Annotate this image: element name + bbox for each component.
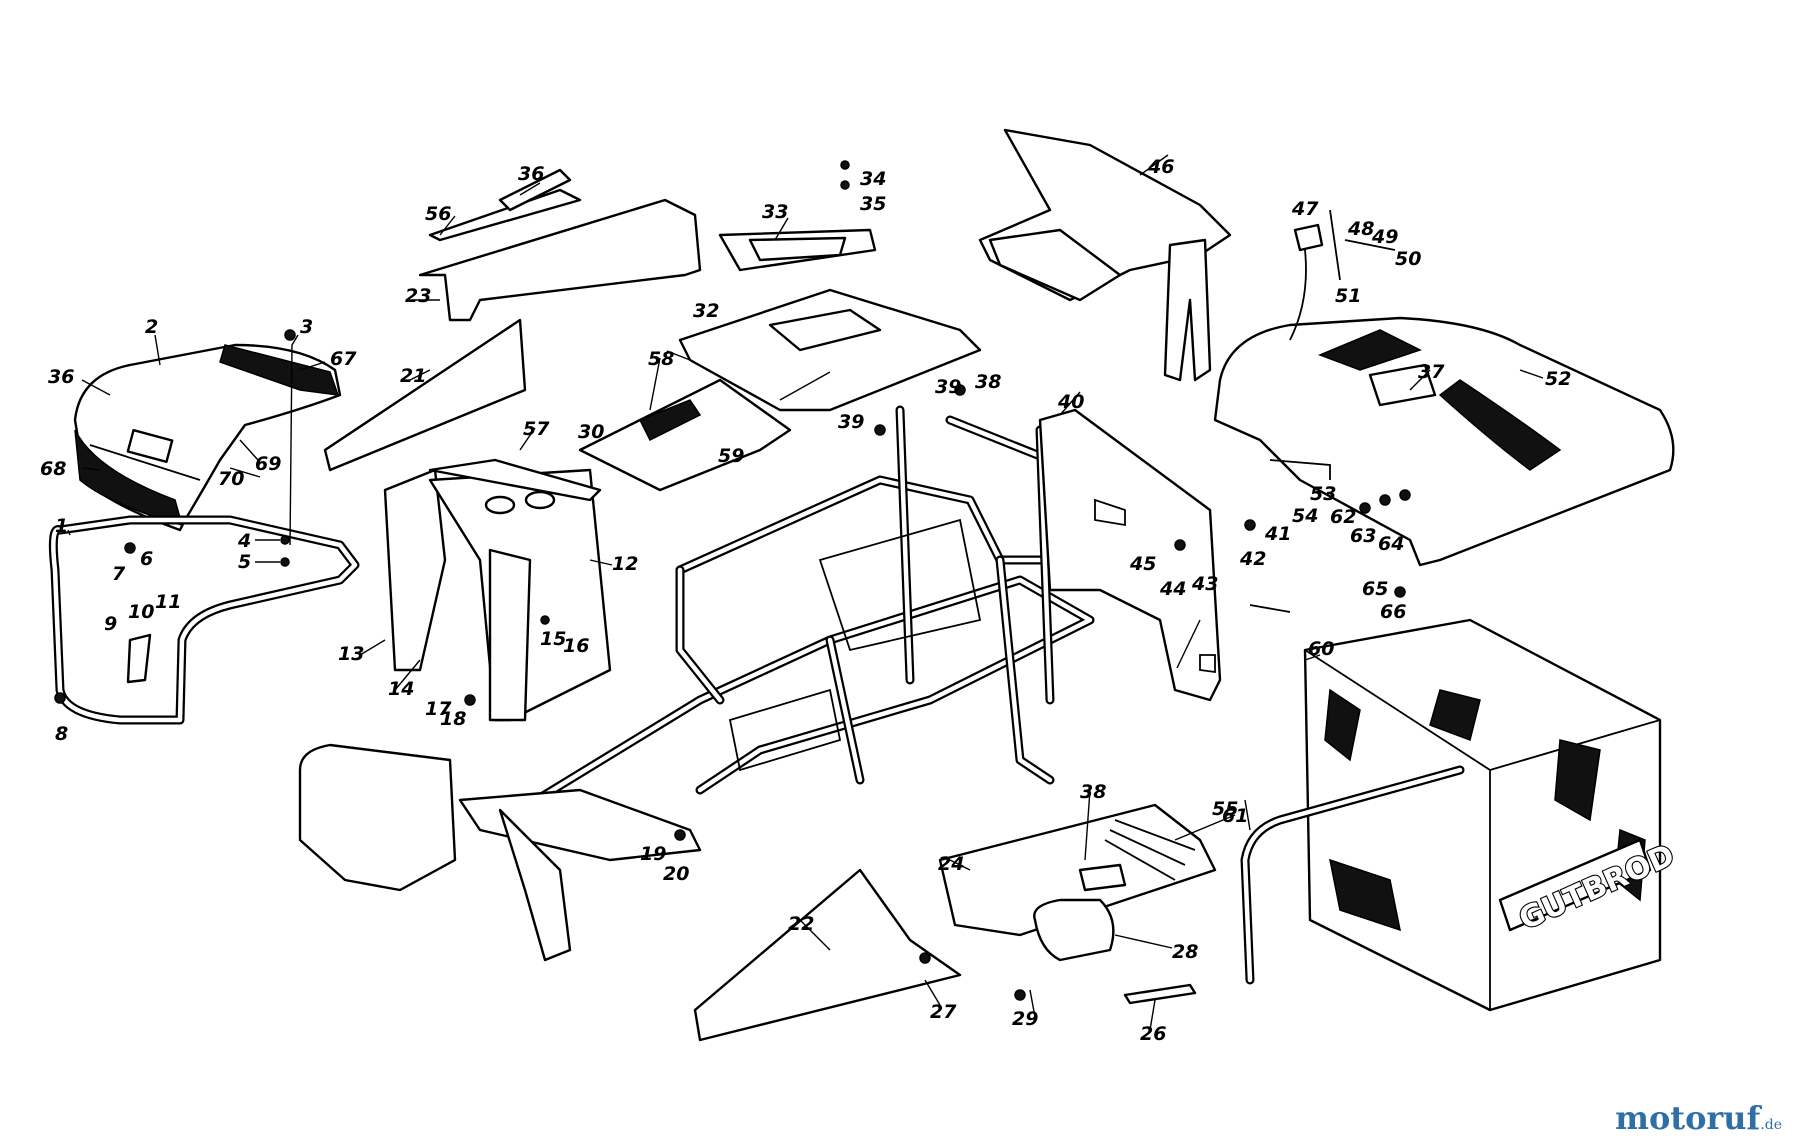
front-bumper (48, 515, 360, 725)
part-number-23: 23 (405, 285, 431, 307)
front-axle-carrier (298, 743, 702, 962)
part-number-27: 27 (930, 1001, 957, 1023)
part-number-55: 55 (1212, 798, 1238, 820)
part-number-47: 47 (1291, 198, 1319, 220)
part-number-2: 2 (145, 316, 158, 338)
part-number-6: 6 (140, 548, 153, 570)
part-number-28: 28 (1172, 941, 1198, 963)
grass-catcher (1303, 618, 1662, 1012)
chassis-frame (515, 405, 1105, 815)
part-number-4: 4 (237, 530, 251, 552)
part-number-29: 29 (1012, 1008, 1038, 1030)
part-number-13: 13 (338, 643, 364, 665)
part-number-51: 51 (1335, 285, 1361, 307)
part-number-39-side: 39 (838, 411, 864, 433)
part-number-38-frame: 38 (975, 371, 1001, 393)
part-number-10: 10 (128, 601, 154, 623)
part-number-3: 3 (300, 316, 313, 338)
part-number-17: 17 (425, 698, 452, 720)
watermark-main: motoruf (1615, 1099, 1761, 1137)
part-number-8: 8 (55, 723, 68, 745)
part-number-56: 56 (425, 203, 451, 225)
part-number-18: 18 (440, 708, 466, 730)
part-number-67: 67 (330, 348, 357, 370)
part-number-57: 57 (523, 418, 550, 440)
part-number-40: 40 (1057, 391, 1084, 413)
part-number-65: 65 (1362, 578, 1388, 600)
seat-plate (578, 228, 982, 492)
part-number-62: 62 (1330, 506, 1356, 528)
part-number-35: 35 (860, 193, 886, 215)
part-number-12: 12 (612, 553, 638, 575)
part-number-24: 24 (938, 853, 964, 875)
seat (978, 128, 1232, 382)
part-number-36-dash: 36 (518, 163, 544, 185)
part-number-63: 63 (1350, 525, 1376, 547)
site-watermark: motoruf.de (1615, 1099, 1782, 1137)
front-hood (73, 343, 342, 532)
part-number-5: 5 (238, 551, 251, 573)
part-number-54: 54 (1292, 505, 1318, 527)
part-number-37: 37 (1418, 361, 1445, 383)
part-number-36-hood: 36 (48, 366, 74, 388)
part-number-33: 33 (762, 201, 788, 223)
watermark-tld: .de (1760, 1117, 1782, 1133)
part-number-22: 22 (788, 913, 814, 935)
part-number-14: 14 (388, 678, 414, 700)
part-number-60: 60 (1308, 638, 1334, 660)
part-number-19: 19 (640, 843, 666, 865)
hardware (54, 160, 1411, 1001)
part-number-20: 20 (663, 863, 689, 885)
part-number-45: 45 (1129, 553, 1156, 575)
part-number-32: 32 (693, 300, 719, 322)
part-number-26: 26 (1140, 1023, 1166, 1045)
part-number-42: 42 (1239, 548, 1266, 570)
part-numbers: 1 2 3 4 5 6 7 8 9 10 11 12 13 14 15 16 1… (40, 156, 1571, 1045)
catcher-handle (1240, 765, 1465, 985)
part-number-30: 30 (578, 421, 604, 443)
part-number-49: 49 (1371, 226, 1398, 248)
part-number-53: 53 (1310, 483, 1336, 505)
part-number-11: 11 (155, 591, 181, 613)
part-number-64: 64 (1378, 533, 1404, 555)
part-number-34: 34 (860, 168, 886, 190)
part-number-58: 58 (648, 348, 674, 370)
center-console (383, 458, 612, 722)
part-number-59: 59 (718, 445, 744, 467)
part-number-50: 50 (1395, 248, 1421, 270)
part-number-69: 69 (255, 453, 281, 475)
lower-panels (693, 803, 1217, 1042)
part-number-61: 61 (1222, 805, 1248, 827)
part-number-46: 46 (1147, 156, 1174, 178)
part-number-43: 43 (1191, 573, 1218, 595)
rear-hood (1213, 316, 1675, 567)
part-number-15: 15 (540, 628, 566, 650)
part-number-44: 44 (1159, 578, 1186, 600)
rear-side-panel (1038, 408, 1222, 702)
part-number-52: 52 (1545, 368, 1571, 390)
part-number-39-top: 39 (935, 376, 961, 398)
part-number-21: 21 (400, 365, 426, 387)
part-number-66: 66 (1380, 601, 1406, 623)
part-number-16: 16 (563, 635, 589, 657)
dash-panels (323, 168, 702, 472)
part-number-70: 70 (218, 468, 244, 490)
part-number-68: 68 (40, 458, 66, 480)
part-number-1: 1 (55, 515, 68, 537)
part-number-7: 7 (112, 563, 126, 585)
part-number-9: 9 (104, 613, 117, 635)
leader-lines (67, 154, 1544, 1031)
part-number-38-panel: 38 (1080, 781, 1106, 803)
part-number-41: 41 (1264, 523, 1291, 545)
part-number-48: 48 (1347, 218, 1374, 240)
